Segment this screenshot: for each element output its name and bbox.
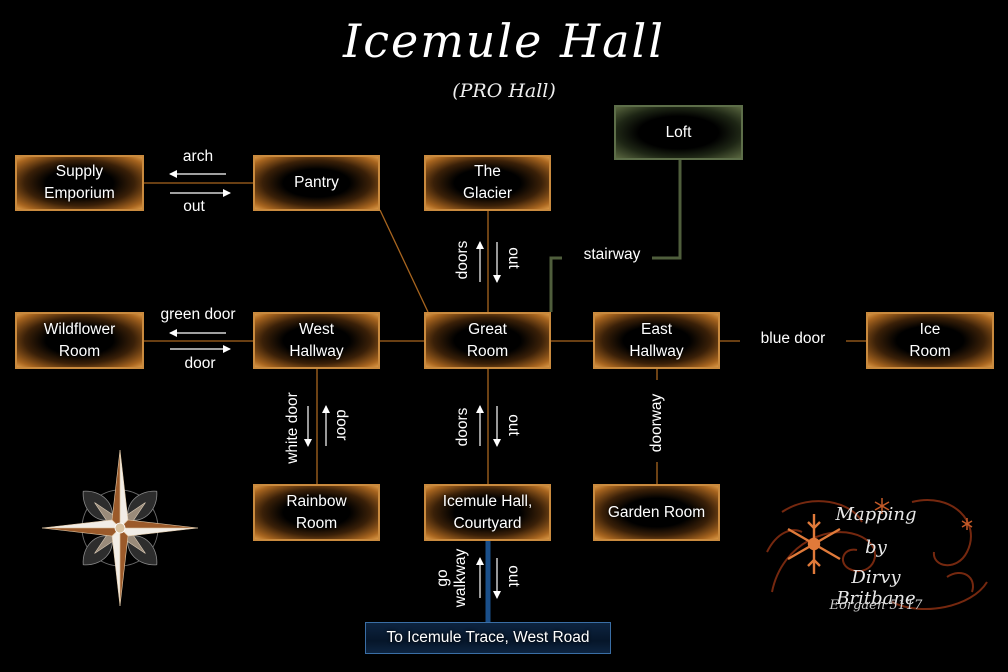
map-title: Icemule Hall [343,14,665,68]
label-out-exit: out [505,565,522,587]
label-out-pantry: out [183,198,205,215]
room-ice-room[interactable]: Ice Room [866,312,994,369]
room-garden[interactable]: Garden Room [593,484,720,541]
room-loft[interactable]: Loft [614,105,743,160]
room-supply-emporium[interactable]: Supply Emporium [15,155,144,211]
room-pantry[interactable]: Pantry [253,155,380,211]
label-green-door: green door [160,306,236,323]
credit-line-3: Dirvy Britbane [836,567,916,609]
label-go-walkway: go walkway [434,548,469,608]
label-door-rainbow: door [333,409,350,441]
room-great-room[interactable]: Great Room [424,312,551,369]
room-wildflower[interactable]: Wildflower Room [15,312,144,369]
label-arch: arch [182,148,214,165]
label-doorway: doorway [648,393,665,453]
label-doors-glacier: doors [454,240,471,280]
label-stairway: stairway [583,246,641,263]
credit-line-1: Mapping [835,504,917,525]
room-west-hallway[interactable]: West Hallway [253,312,380,369]
conn-loft-great-b [549,256,562,312]
credit-line-2: by [865,537,887,558]
label-out-court: out [505,414,522,436]
compass-rose-icon [41,449,199,607]
conn-pantry-great [379,209,429,313]
map-subtitle: (PRO Hall) [452,80,556,102]
conn-loft-great [652,160,682,260]
exit-west-road[interactable]: To Icemule Trace, West Road [365,622,611,654]
room-east-hallway[interactable]: East Hallway [593,312,720,369]
room-rainbow[interactable]: Rainbow Room [253,484,380,541]
label-doors-court: doors [454,407,471,447]
snowflake-swirl-icon [766,498,988,610]
label-out-glacier: out [505,247,522,269]
room-courtyard[interactable]: Icemule Hall, Courtyard [424,484,551,541]
room-the-glacier[interactable]: The Glacier [424,155,551,211]
label-blue-door: blue door [760,330,826,347]
label-door-wild: door [184,355,216,372]
credit-line-4: Eorgaen 5117 [829,598,923,613]
label-white-door: white door [284,392,301,464]
